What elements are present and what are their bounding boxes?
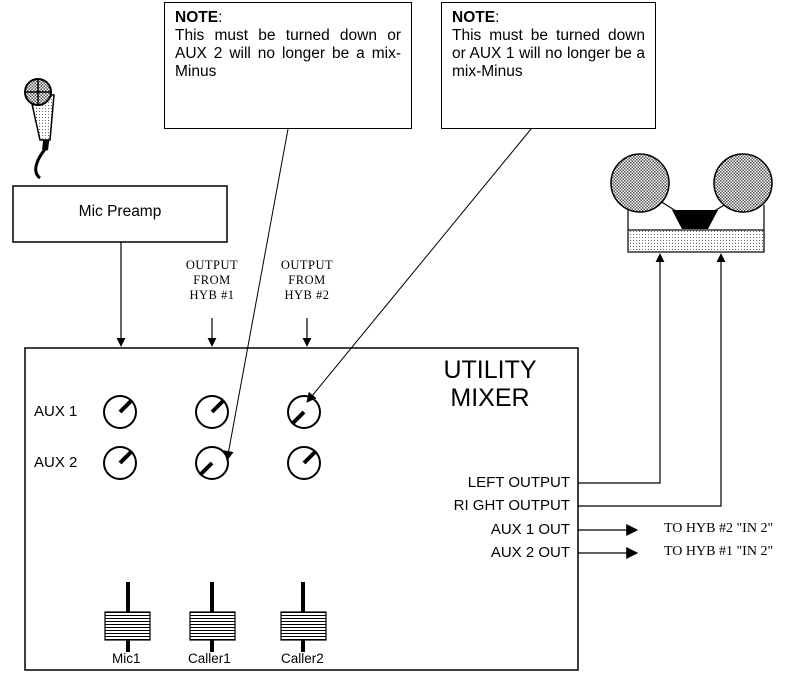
aux2-out-label: AUX 2 OUT xyxy=(490,544,570,561)
knob-caller1-aux1[interactable] xyxy=(195,395,229,429)
note-aux2-title: NOTE xyxy=(175,9,219,26)
mixer-title: UTILITY MIXER xyxy=(420,356,560,412)
source-hyb2-label: OUTPUT FROM HYB #2 xyxy=(267,258,347,303)
source-hyb1-line2: FROM xyxy=(193,273,231,287)
dest-hyb2-in2: TO HYB #2 "IN 2" xyxy=(664,521,774,536)
note-aux1: NOTE: This must be turned down or AUX 1 … xyxy=(441,2,656,129)
note-aux1-title: NOTE xyxy=(452,9,496,26)
right-output-line xyxy=(578,253,726,507)
source-hyb2-line2: FROM xyxy=(288,273,326,287)
aux1-row-label: AUX 1 xyxy=(34,403,78,420)
fader-caller1[interactable] xyxy=(189,582,236,652)
mic-preamp-box xyxy=(12,185,228,243)
note2-pointer-arrow xyxy=(306,128,532,403)
channel-label-mic1: Mic1 xyxy=(112,651,141,666)
dest-hyb1-in2: TO HYB #1 "IN 2" xyxy=(664,544,774,559)
source-hyb1-line1: OUTPUT xyxy=(185,258,239,272)
mic-preamp-label: Mic Preamp xyxy=(78,203,162,220)
aux1-out-label: AUX 1 OUT xyxy=(490,521,570,538)
note-aux1-body: This must be turned down or AUX 1 will n… xyxy=(452,27,645,80)
channel-label-caller2: Caller2 xyxy=(281,651,324,666)
source-hyb1-label: OUTPUT FROM HYB #1 xyxy=(172,258,252,303)
left-output-line xyxy=(578,253,665,484)
source-hyb1-line3: HYB #1 xyxy=(189,288,235,302)
knob-caller2-aux2[interactable] xyxy=(287,446,321,480)
knob-caller2-aux1[interactable] xyxy=(287,395,321,429)
left-output-label: LEFT OUTPUT xyxy=(467,474,570,491)
note1-pointer-arrow xyxy=(223,128,289,461)
knob-caller1-aux2[interactable] xyxy=(195,446,229,480)
channel-label-caller1: Caller1 xyxy=(188,651,231,666)
source-hyb2-line1: OUTPUT xyxy=(280,258,334,272)
fader-mic1[interactable] xyxy=(104,582,151,652)
note-aux2: NOTE: This must be turned down or AUX 2 … xyxy=(164,2,412,129)
mixer-title-line1: UTILITY xyxy=(443,356,537,384)
microphone-icon xyxy=(24,78,55,180)
aux2-row-label: AUX 2 xyxy=(34,454,78,471)
mixer-title-line2: MIXER xyxy=(450,384,530,412)
note-aux2-body: This must be turned down or AUX 2 will n… xyxy=(175,27,401,80)
knob-mic1-aux2[interactable] xyxy=(103,446,137,480)
source-hyb2-line3: HYB #2 xyxy=(284,288,330,302)
knob-mic1-aux1[interactable] xyxy=(103,395,137,429)
fader-caller2[interactable] xyxy=(280,582,327,652)
right-output-label: RI GHT OUTPUT xyxy=(453,497,570,514)
monitor-speakers-icon xyxy=(610,153,773,253)
